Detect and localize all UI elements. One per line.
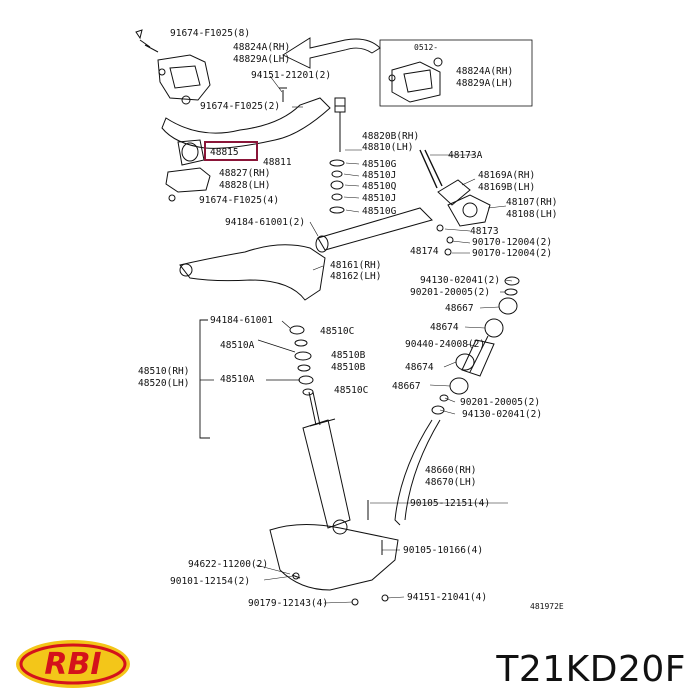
label-94151-21201: 94151-21201(2) — [251, 70, 331, 81]
part-number: T21KD20F — [496, 649, 686, 690]
shock-rod-drawing — [308, 391, 321, 426]
label-48510A-top: 48510A — [220, 340, 255, 351]
tension-rod-end-drawing — [315, 235, 329, 253]
label-94130-02041-top: 94130-02041(2) — [420, 275, 500, 286]
label-48510B-a: 48510B — [331, 350, 366, 361]
label-91674-F1025-2: 91674-F1025(2) — [200, 101, 280, 112]
label-91674-F1025-8: 91674-F1025(8) — [170, 28, 250, 39]
label-48510A-bottom: 48510A — [220, 374, 255, 385]
lower-control-arm-drawing — [269, 523, 399, 591]
shock-cap-drawing — [309, 418, 336, 427]
label-48510C-bottom: 48510C — [334, 385, 368, 396]
label-90170-12004-b: 90170-12004(2) — [472, 248, 552, 259]
label-48829A-lh: 48829A(LH) — [233, 54, 290, 65]
strut-rod-drawing — [419, 149, 443, 189]
label-48811: 48811 — [263, 157, 292, 168]
label-94151-21041: 94151-21041(4) — [407, 592, 487, 603]
label-48173A: 48173A — [448, 150, 483, 161]
label-90105-12151: 90105-12151(4) — [410, 498, 490, 509]
label-48824A-rh: 48824A(RH) — [233, 42, 290, 53]
shock-callout-bracket — [199, 319, 210, 439]
label-48510B-b: 48510B — [331, 362, 366, 373]
callout-labels: 91674-F1025(8) 48824A(RH) 48829A(LH) 941… — [138, 28, 564, 611]
rbi-logo: RBI — [16, 640, 130, 688]
label-94184-61001: 94184-61001 — [210, 315, 273, 326]
label-48107-rh: 48107(RH) — [506, 197, 557, 208]
label-48161-rh: 48161(RH) — [330, 260, 381, 271]
logo-oval-icon — [16, 640, 130, 688]
diagram-code: 481972E — [530, 602, 564, 611]
label-48510-rh: 48510(RH) — [138, 366, 189, 377]
label-48820B-rh: 48820B(RH) — [362, 131, 419, 142]
shock-callout-lines — [200, 320, 300, 381]
label-94184-61001-2: 94184-61001(2) — [225, 217, 305, 228]
inset-arrow — [282, 37, 381, 69]
strut-bushing-drawing — [437, 179, 491, 227]
label-90101-12154: 90101-12154(2) — [170, 576, 250, 587]
label-90440-24008: 90440-24008(2) — [405, 339, 485, 350]
label-48667-top: 48667 — [445, 303, 474, 314]
inset-bracket-drawing — [388, 57, 443, 103]
shock-body-drawing — [302, 419, 351, 529]
label-90201-20005-top: 90201-20005(2) — [410, 287, 490, 298]
label-48660-rh: 48660(RH) — [425, 465, 476, 476]
label-48827-rh: 48827(RH) — [219, 168, 270, 179]
label-90201-20005-bottom: 90201-20005(2) — [460, 397, 540, 408]
label-48169A-rh: 48169A(RH) — [478, 170, 535, 181]
label-48173: 48173 — [470, 226, 499, 237]
rod-nuts-drawing — [436, 224, 454, 256]
label-inset-48829A-lh: 48829A(LH) — [456, 78, 513, 89]
bushing-clamp-drawing — [165, 167, 211, 202]
label-48670-lh: 48670(LH) — [425, 477, 476, 488]
label-48510C-top: 48510C — [320, 326, 354, 337]
label-94130-02041-bottom: 94130-02041(2) — [462, 409, 542, 420]
label-48674-bottom: 48674 — [405, 362, 434, 373]
label-48510G-top: 48510G — [362, 159, 397, 170]
label-48162-lh: 48162(LH) — [330, 271, 381, 282]
link-bolt-drawing — [279, 87, 287, 102]
label-48510G-bottom: 48510G — [362, 206, 397, 217]
tension-rod-drawing — [317, 207, 433, 251]
shock-mount-drawing — [289, 325, 314, 396]
label-48810-lh: 48810(LH) — [362, 142, 413, 153]
link-bushings-drawing — [329, 159, 345, 214]
label-48815: 48815 — [210, 147, 239, 158]
label-48674-top: 48674 — [430, 322, 459, 333]
label-48108-lh: 48108(LH) — [506, 209, 557, 220]
long-link-drawing — [394, 419, 441, 526]
stabilizer-bracket-drawing — [135, 29, 211, 105]
lower-arm-bolts-drawing — [291, 500, 389, 606]
label-48169B-lh: 48169B(LH) — [478, 182, 535, 193]
highlight-box — [204, 141, 258, 161]
label-91674-F1025-4: 91674-F1025(4) — [199, 195, 279, 206]
label-inset-48824A-rh: 48824A(RH) — [456, 66, 513, 77]
upper-arm-bushing-drawing — [179, 263, 193, 277]
leader-lines — [255, 75, 513, 604]
label-48667-bottom: 48667 — [392, 381, 421, 392]
stabilizer-link-drawing — [334, 97, 346, 152]
label-48510J-bottom: 48510J — [362, 193, 396, 204]
stabilizer-bushing-drawing — [177, 139, 205, 166]
inset-frame — [379, 39, 533, 107]
inset-code: 0512- — [414, 43, 438, 52]
label-48828-lh: 48828(LH) — [219, 180, 270, 191]
upper-control-arm-drawing — [179, 244, 326, 301]
label-94622-11200: 94622-11200(2) — [188, 559, 268, 570]
label-48520-lh: 48520(LH) — [138, 378, 189, 389]
label-48510Q: 48510Q — [362, 181, 397, 192]
label-90170-12004-a: 90170-12004(2) — [472, 237, 552, 248]
label-90179-12143: 90179-12143(4) — [248, 598, 328, 609]
label-48510J-top: 48510J — [362, 170, 396, 181]
label-90105-10166: 90105-10166(4) — [403, 545, 483, 556]
label-48174: 48174 — [410, 246, 439, 257]
logo-text: RBI — [44, 647, 101, 682]
